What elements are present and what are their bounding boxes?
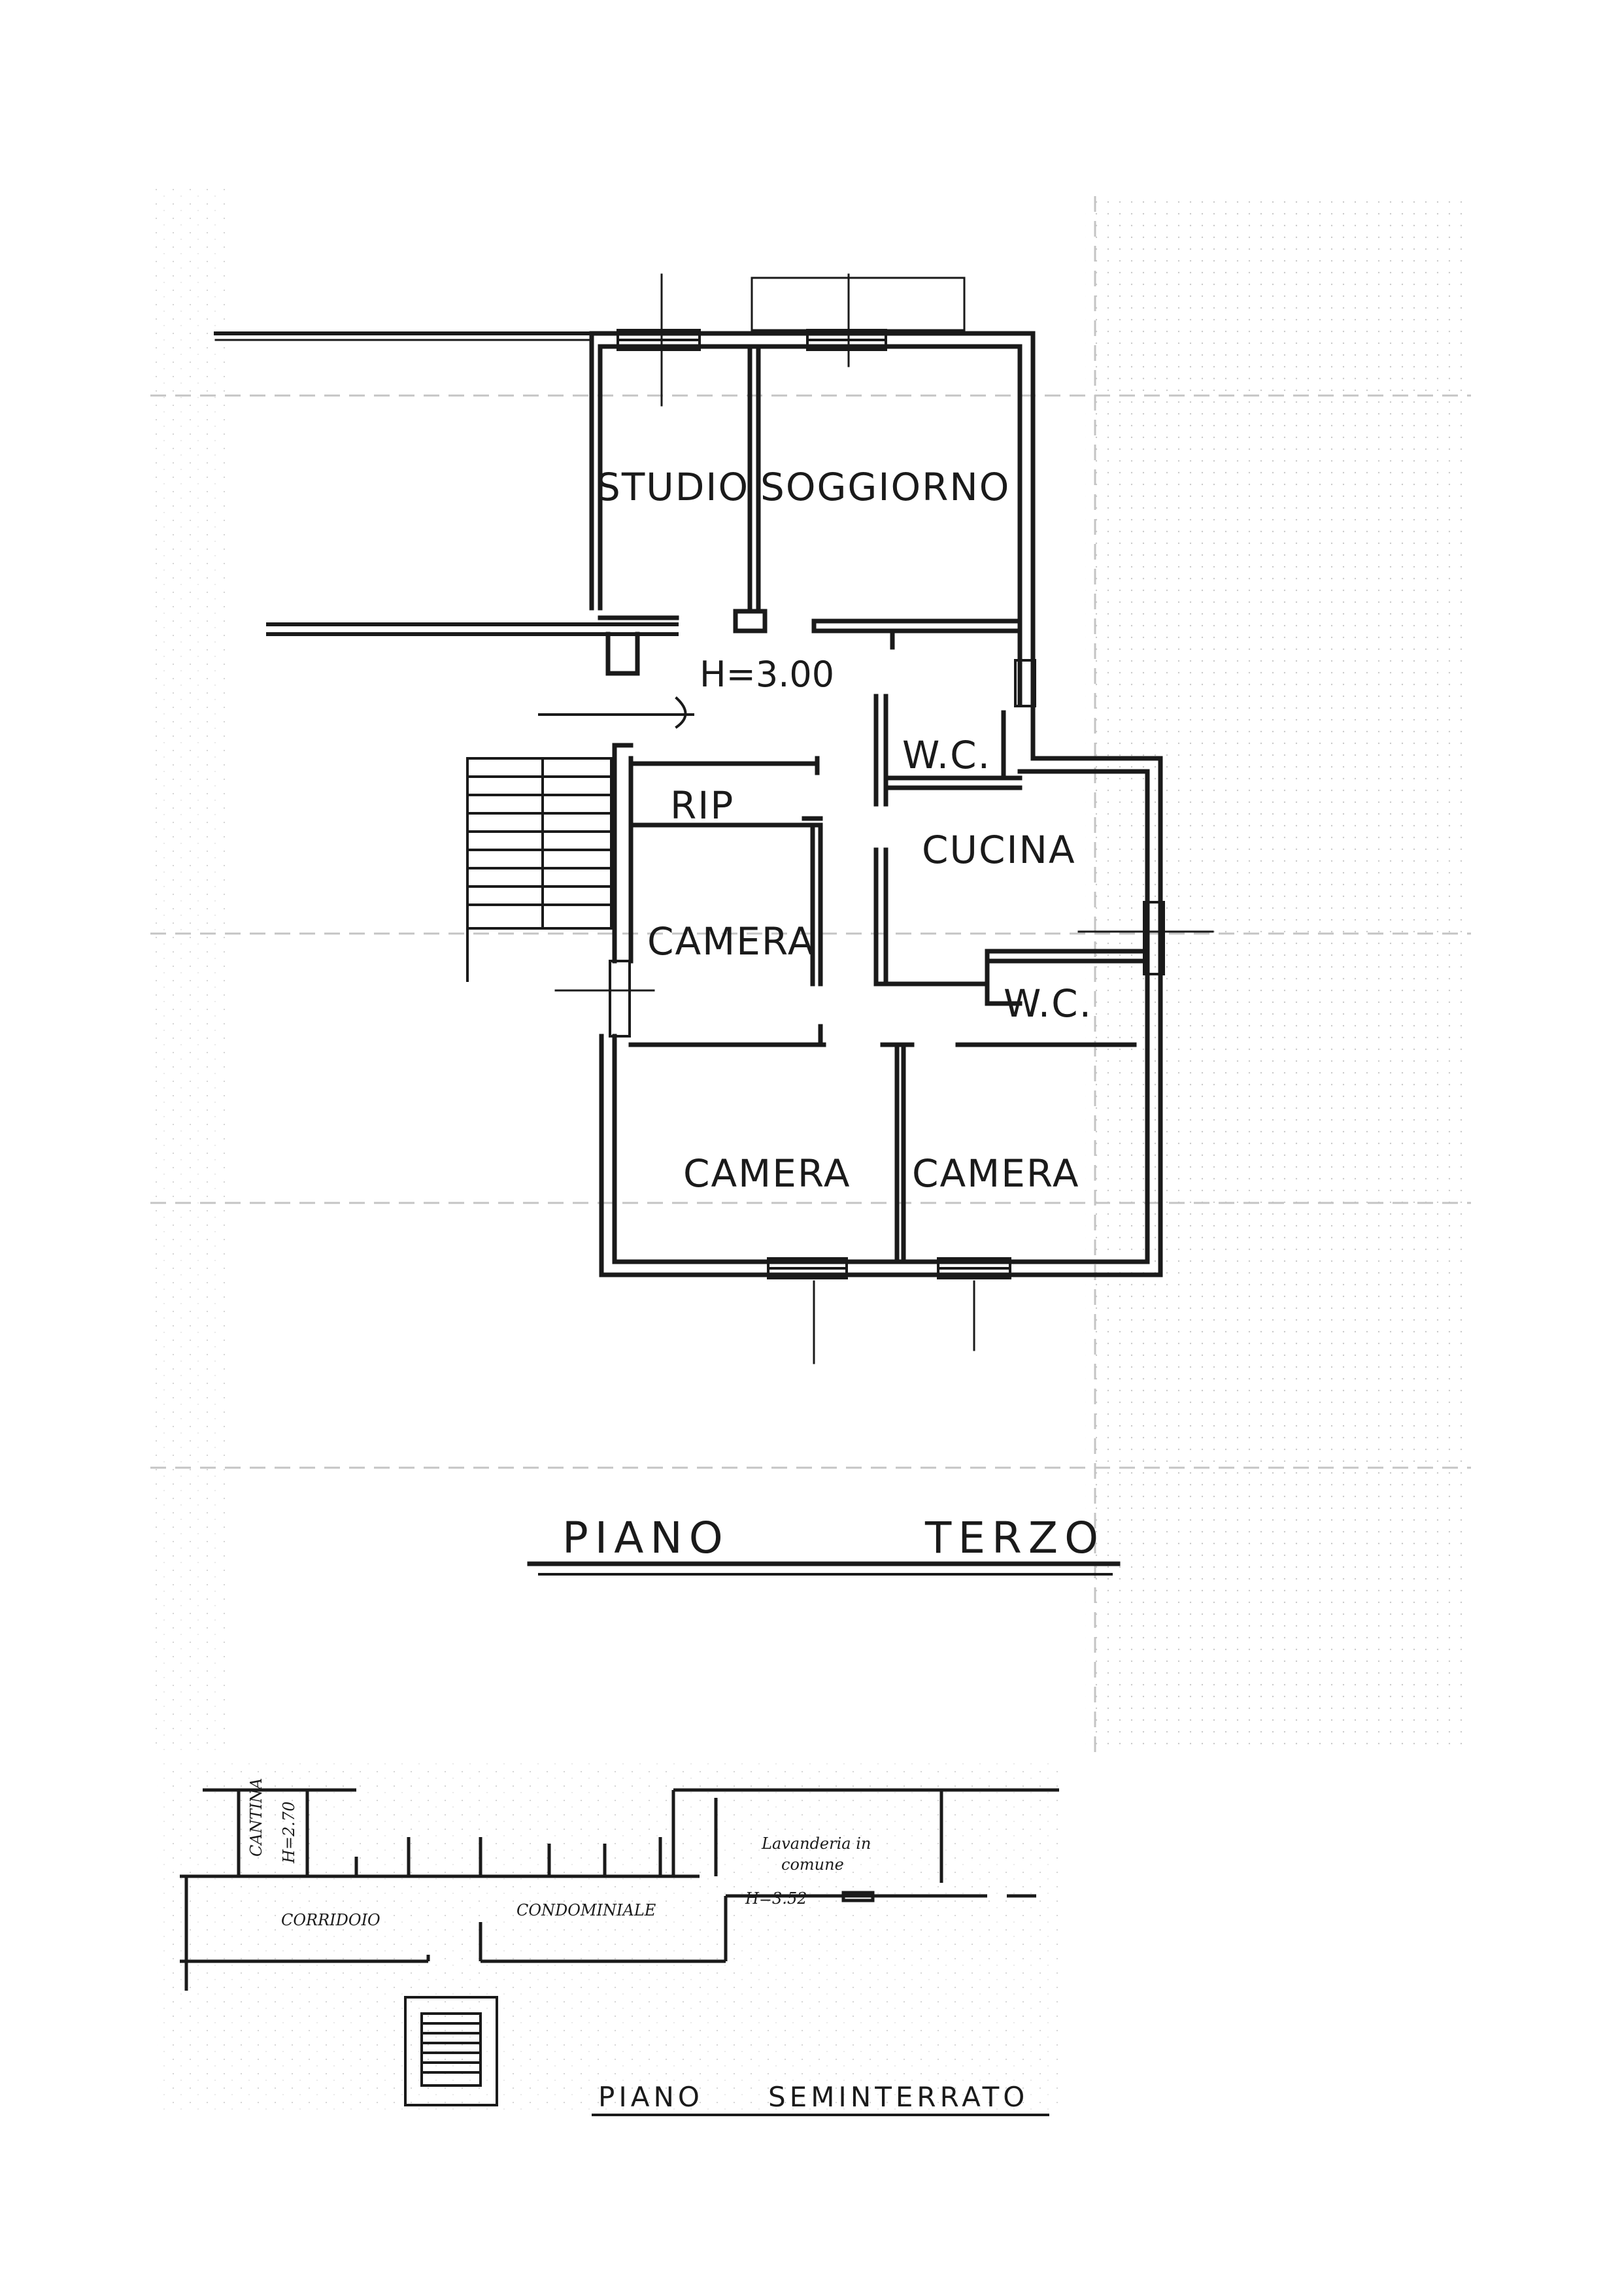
basement-label-cantina-height: H=2.70 <box>280 1802 298 1864</box>
basement-title-word2: SEMINTERRATO <box>768 2081 1028 2113</box>
upper-title-word1: PIANO <box>562 1513 730 1563</box>
basement-labels: CANTINA H=2.70 CORRIDOIO CONDOMINIALE La… <box>247 1778 1028 2113</box>
basement-floor-plan <box>180 1788 1059 2116</box>
windows <box>554 273 1214 1364</box>
room-label-studio: STUDIO <box>596 465 749 509</box>
basement-label-corridoio: CORRIDOIO <box>281 1911 380 1929</box>
upper-title-word2: TERZO <box>924 1513 1105 1563</box>
basement-walls <box>180 1788 1059 1991</box>
basement-title-word1: PIANO <box>598 2081 703 2113</box>
basement-staircase <box>404 1996 498 2106</box>
room-label-camera-bottom-left: CAMERA <box>683 1151 851 1196</box>
room-label-soggiorno: SOGGIORNO <box>760 465 1010 509</box>
basement-label-comune: comune <box>781 1855 844 1874</box>
basement-label-height: H=3.52 <box>745 1889 807 1908</box>
upper-floor-labels: STUDIO SOGGIORNO H=3.00 W.C. RIP CUCINA … <box>562 465 1105 1563</box>
upper-title-underline <box>527 1561 1121 1576</box>
room-label-camera-bottom-right: CAMERA <box>912 1151 1080 1196</box>
basement-label-cantina: CANTINA <box>247 1778 265 1857</box>
room-label-wc-bottom: W.C. <box>1004 981 1092 1026</box>
room-label-wc-top: W.C. <box>902 733 991 777</box>
interior-walls <box>598 344 1150 1264</box>
basement-label-condominiale: CONDOMINIALE <box>516 1901 656 1919</box>
room-label-cucina: CUCINA <box>922 828 1076 872</box>
entrance-arrow-icon <box>538 696 694 729</box>
room-label-camera-left: CAMERA <box>647 919 815 964</box>
exterior-walls <box>589 331 1163 1277</box>
room-label-rip: RIP <box>670 783 734 828</box>
height-label-upper: H=3.00 <box>700 654 834 695</box>
upper-floor-plan <box>214 273 1214 1576</box>
basement-label-lavanderia: Lavanderia in <box>761 1834 871 1853</box>
staircase <box>466 757 613 982</box>
